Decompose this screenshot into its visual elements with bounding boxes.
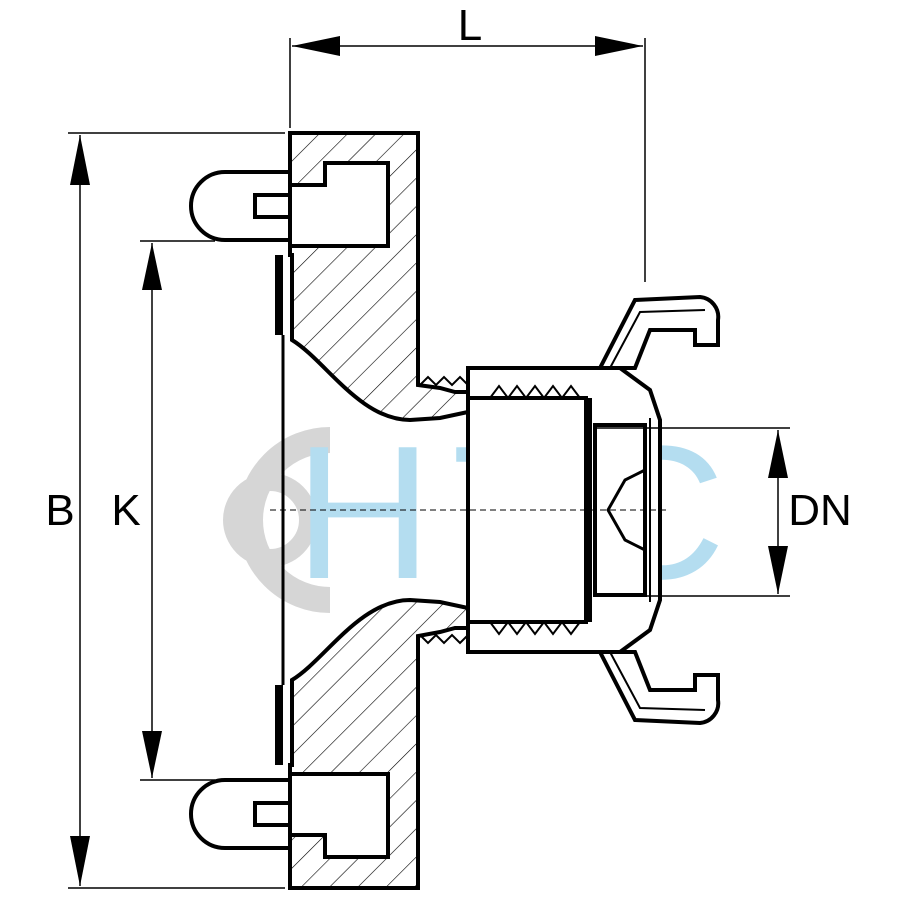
- thread-coupling-top: [489, 384, 581, 400]
- dimension-l: L: [289, 1, 646, 282]
- flange-pocket-bottom: [288, 772, 390, 859]
- thread-flange: [419, 375, 469, 645]
- label-dn: DN: [788, 486, 852, 535]
- dimension-dn: DN: [595, 427, 852, 597]
- label-l: L: [458, 1, 482, 50]
- claw-bottom: [596, 650, 721, 726]
- flange-pocket-top: [288, 161, 390, 248]
- flange-body: [288, 131, 470, 890]
- bolt-top: [189, 170, 292, 242]
- claw-top: [596, 294, 721, 370]
- thread-coupling-bottom: [489, 620, 581, 636]
- bolt-bottom: [189, 778, 292, 850]
- watermark-ring-icon: [223, 427, 331, 613]
- label-b: B: [45, 486, 74, 535]
- dimension-k: K: [111, 240, 215, 781]
- label-k: K: [111, 486, 140, 535]
- dimension-b: B: [45, 132, 285, 889]
